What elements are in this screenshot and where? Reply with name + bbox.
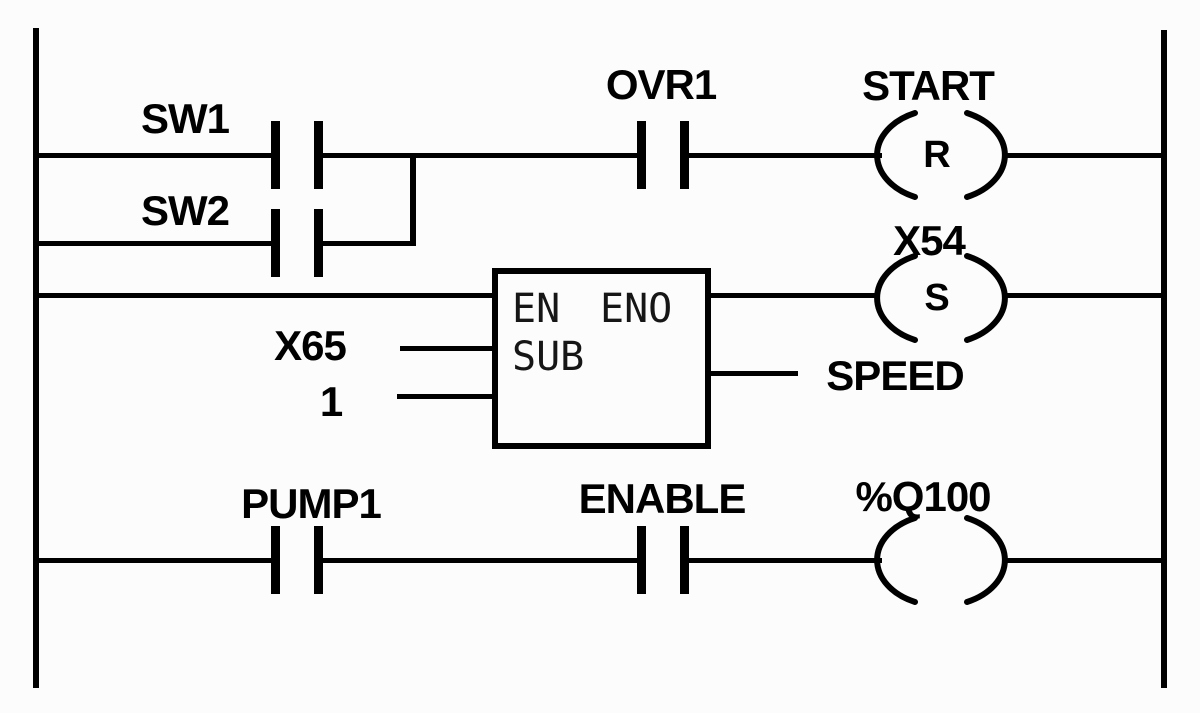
coil-left-paren [874,110,918,200]
function-name: SUB [512,334,585,380]
block-output-wire [711,371,798,376]
coil-letter: R [923,134,951,176]
rung1-wire-coil-to-rail [1003,153,1161,158]
contact-bar [680,121,689,189]
contact-bar [314,121,323,189]
contact-bar [637,121,646,189]
rung1-wire-rail-to-sw1 [39,153,272,158]
coil-left-paren [874,253,918,343]
coil-right-paren [964,253,1008,343]
rung3-wire-coil-to-rail [1003,558,1161,563]
ovr1-contact [637,121,689,189]
rung2-wire-block-to-coil [711,293,877,298]
sw2-contact [271,209,323,277]
x54-set-coil: S [871,248,1011,348]
contact-bar [314,209,323,277]
contact-bar [314,526,323,594]
q100-coil-label: %Q100 [855,473,991,520]
enable-contact [637,526,689,594]
q100-output-coil [871,510,1011,610]
ovr1-label: OVR1 [605,61,717,108]
block-input2-label: 1 [319,378,343,425]
block-input1-label: X65 [274,322,347,369]
sub-function-block: EN ENO SUB [492,268,711,449]
contact-bar [680,526,689,594]
enable-out-label: ENO [600,286,673,332]
coil-letter [871,538,1003,582]
branch-wire-rail-to-sw2 [39,241,272,246]
block-input1-wire [400,346,492,351]
pump1-label: PUMP1 [241,480,382,527]
rung3-wire-rail-to-pump1 [39,558,272,563]
rung1-wire-ovr1-to-coil [689,153,882,158]
coil-arcs [874,253,1008,343]
left-power-rail [33,28,39,688]
rung3-wire-pump1-to-enable [323,558,638,563]
sw1-label: SW1 [140,95,230,142]
enable-label: ENABLE [578,475,747,522]
enable-in-label: EN [512,286,561,332]
contact-bar [271,121,280,189]
rung2-wire-coil-to-rail [1003,293,1161,298]
start-coil-label: START [862,62,995,109]
block-output-label: SPEED [826,352,964,399]
x54-coil-label: X54 [893,217,966,264]
sw1-contact [271,121,323,189]
rung1-wire-sw1-to-ovr1 [323,153,638,158]
coil-left-paren [874,515,918,605]
contact-bar [271,526,280,594]
branch-junction-vertical [410,153,416,246]
block-input2-wire [397,394,492,399]
start-reset-coil: R [871,105,1011,205]
sw2-label: SW2 [140,187,230,234]
coil-letter: S [924,277,950,319]
contact-bar [271,209,280,277]
pump1-contact [271,526,323,594]
right-power-rail [1161,30,1167,688]
rung2-wire-rail-to-block [39,293,492,298]
branch-wire-sw2-to-junction [323,241,416,246]
rung3-wire-enable-to-coil [689,558,882,563]
contact-bar [637,526,646,594]
